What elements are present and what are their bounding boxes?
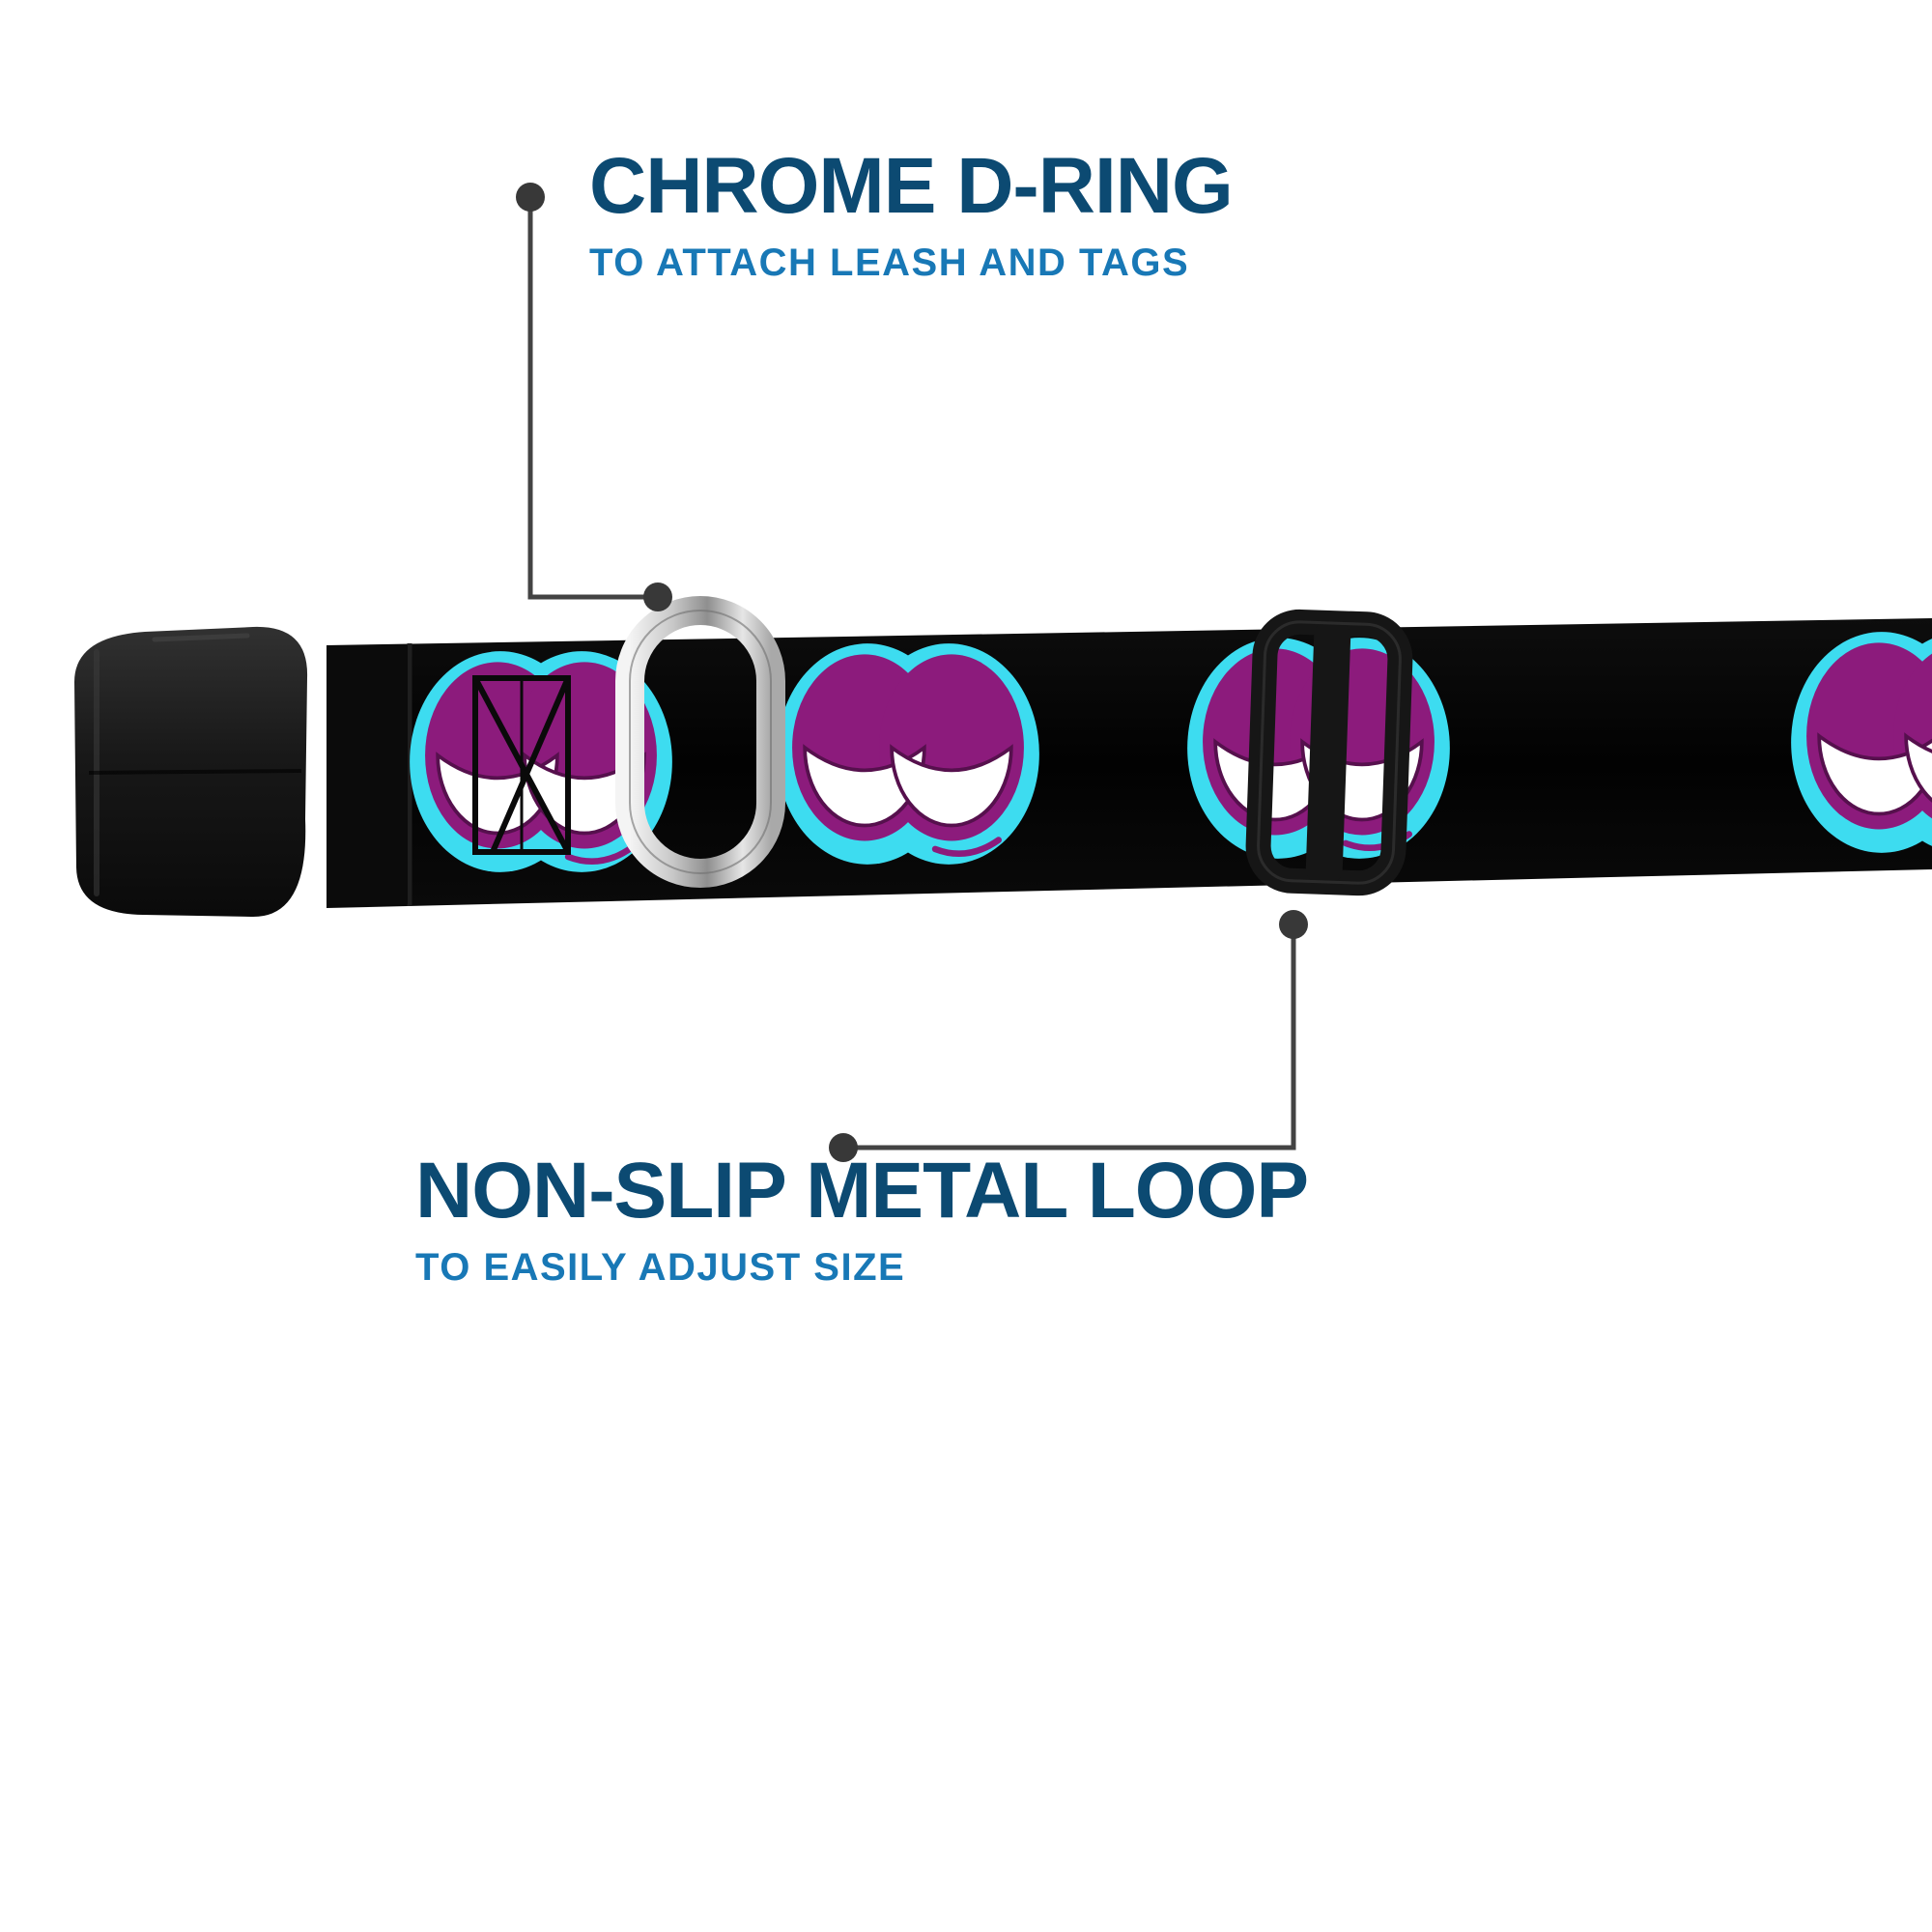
cracked-frame-overlay [472, 675, 571, 855]
chrome-d-ring [615, 596, 785, 888]
d-ring-subtitle: TO ATTACH LEASH AND TAGS [589, 242, 1190, 284]
callout-line-metal-loop [843, 924, 1296, 1151]
callout-line-d-ring [527, 197, 658, 600]
metal-loop-subtitle: TO EASILY ADJUST SIZE [415, 1246, 906, 1289]
metal-slider-loop [1245, 609, 1413, 896]
callout-dot-loop-text [829, 1133, 858, 1162]
buckle-strap-bar [327, 645, 408, 904]
side-release-buckle [74, 626, 408, 918]
metal-loop-title: NON-SLIP METAL LOOP [415, 1147, 1309, 1235]
collar-strap [327, 618, 1932, 908]
eye-motif-2 [777, 643, 1039, 865]
callout-dot-d-ring-text [516, 183, 545, 212]
callout-metal-loop: NON-SLIP METAL LOOP TO EASILY ADJUST SIZ… [415, 1147, 1309, 1290]
d-ring-title: CHROME D-RING [589, 142, 1234, 230]
eye-pattern [410, 632, 1932, 872]
callout-dot-d-ring-part [643, 582, 672, 611]
callout-dot-loop-part [1279, 910, 1308, 939]
callout-d-ring: CHROME D-RING TO ATTACH LEASH AND TAGS [589, 142, 1234, 285]
